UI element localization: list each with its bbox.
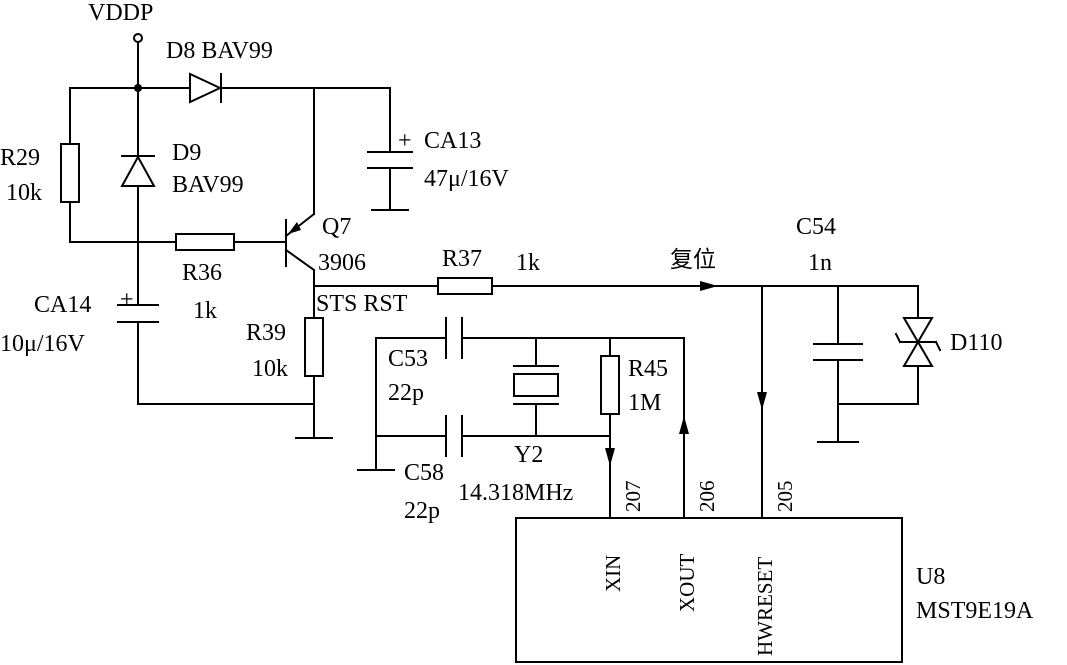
ca14-ref: CA14 <box>34 292 91 318</box>
pin-number-hwreset: 205 <box>773 481 797 513</box>
c53-ref: C53 <box>388 346 428 372</box>
r39-value: 10k <box>252 356 288 382</box>
pin-name-xout: XOUT <box>675 554 699 612</box>
diode-d110: D110 <box>894 285 1002 405</box>
r45-ref: R45 <box>628 356 668 382</box>
pin-name-hwreset: HWRESET <box>753 557 777 656</box>
vddp-label: VDDP <box>88 0 153 26</box>
y2-ref: Y2 <box>514 442 543 468</box>
pin-number-xin: 207 <box>621 481 645 513</box>
oscillator-network: C53 22p C58 22p Y2 14.318MHz R45 1M <box>357 317 689 524</box>
c58-value: 22p <box>404 498 440 524</box>
r45-value: 1M <box>628 390 661 416</box>
transistor-q7: Q7 3906 <box>284 87 366 319</box>
pin-number-xout: 206 <box>695 481 719 513</box>
ca13-value: 47μ/16V <box>424 166 510 192</box>
d9-ref: D9 <box>172 140 201 166</box>
ca13-ref: CA13 <box>424 128 481 154</box>
c54-value: 1n <box>808 250 832 276</box>
resistor-r36: R36 1k <box>69 233 287 324</box>
r29-value: 10k <box>6 180 42 206</box>
d9-value: BAV99 <box>172 172 244 198</box>
diode-d9: D9 BAV99 <box>120 87 244 306</box>
q7-value: 3906 <box>318 250 366 276</box>
pin-name-xin: XIN <box>601 555 625 592</box>
sts-rst-net: STS RST R37 1k 复位 <box>313 246 919 317</box>
ca14-polarity: + <box>120 287 134 313</box>
ca13-polarity: + <box>398 128 412 154</box>
r39-ref: R39 <box>246 320 286 346</box>
sts-rst-label: STS RST <box>316 291 408 317</box>
q7-ref: Q7 <box>322 214 351 240</box>
ic-u8-body <box>515 517 903 663</box>
capacitor-c54: C54 1n <box>796 214 919 443</box>
u8-part: MST9E19A <box>916 598 1034 624</box>
vddp-terminal-circle <box>133 33 143 43</box>
hwreset-net <box>757 285 767 519</box>
c53-value: 22p <box>388 380 424 406</box>
d110-ref: D110 <box>950 330 1002 356</box>
reset-net-label: 复位 <box>670 247 716 273</box>
diode-d8: D8 BAV99 <box>166 38 273 104</box>
capacitor-ca13: + CA13 47μ/16V <box>367 87 510 211</box>
u8-ref: U8 <box>916 564 945 590</box>
xin-arrow-icon <box>605 448 615 466</box>
xout-arrow-icon <box>679 416 689 434</box>
reset-arrow-icon <box>700 281 718 291</box>
r36-value: 1k <box>193 298 217 324</box>
c58-ref: C58 <box>404 460 444 486</box>
r36-ref: R36 <box>182 260 222 286</box>
hwreset-arrow-icon <box>757 392 767 410</box>
capacitor-ca14: + CA14 10μ/16V <box>0 287 315 405</box>
resistor-r39: R39 10k <box>246 317 333 439</box>
ca14-value: 10μ/16V <box>0 331 86 357</box>
d8-label: D8 BAV99 <box>166 38 273 64</box>
r29-ref: R29 <box>0 145 40 171</box>
y2-value: 14.318MHz <box>458 480 573 506</box>
r37-ref: R37 <box>442 246 482 272</box>
vddp-terminal: VDDP <box>88 0 153 92</box>
ic-u8: U8 MST9E19A 207 206 205 XIN XOUT HWRESET <box>515 481 1034 663</box>
resistor-r29: R29 10k <box>0 87 80 243</box>
r37-value: 1k <box>516 250 540 276</box>
c54-ref: C54 <box>796 214 836 240</box>
